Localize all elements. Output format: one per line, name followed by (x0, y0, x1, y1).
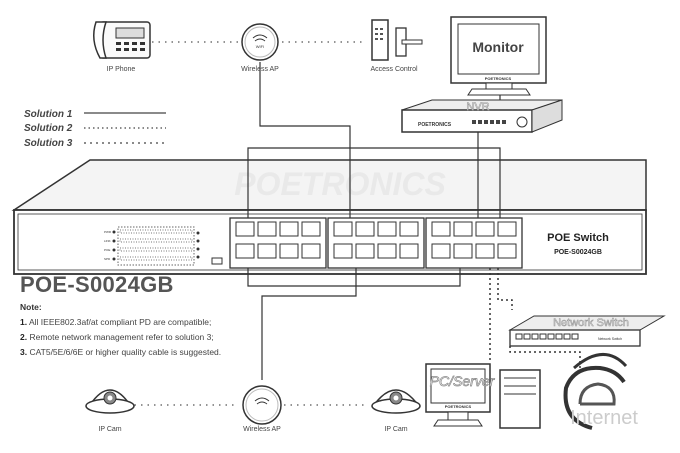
ip-phone-icon (93, 21, 151, 59)
link-loop-bottom (247, 268, 461, 287)
rj45-port[interactable] (377, 243, 397, 259)
ip-phone-label: IP Phone (107, 66, 136, 73)
port-group-1 (229, 217, 327, 269)
rj45-port[interactable] (399, 243, 419, 259)
rj45-port[interactable] (497, 243, 517, 259)
legend-solution1-label: Solution 1 (24, 109, 73, 120)
ip-cam-right-icon (371, 389, 421, 414)
ip-cam-right-label: IP Cam (384, 426, 407, 433)
monitor-label: Monitor (472, 39, 524, 55)
rj45-port[interactable] (333, 221, 353, 237)
wireless-ap-top-icon: WIFI (241, 23, 279, 61)
note-item: 3. CAT5/5E/6/6E or higher quality cable … (20, 347, 222, 357)
switch-watermark: POETRONICS (234, 166, 446, 202)
rj45-port[interactable] (235, 243, 255, 259)
link-switch-network (497, 268, 513, 310)
internet-icon (563, 353, 628, 430)
pc-server-label: PC/Server (430, 373, 496, 389)
link-loop-top (247, 147, 501, 218)
rj45-port[interactable] (279, 243, 299, 259)
rj45-port[interactable] (497, 221, 517, 237)
rj45-port[interactable] (355, 243, 375, 259)
nvr-label: NVR (466, 101, 489, 113)
svg-text:WIFI: WIFI (256, 44, 264, 49)
rj45-port[interactable] (453, 243, 473, 259)
wireless-ap-bottom-icon (242, 385, 282, 425)
svg-text:SPD: SPD (104, 257, 111, 261)
note-item: 2. Remote network management refer to so… (20, 332, 214, 342)
svg-text:PWR: PWR (104, 230, 112, 234)
rj45-port[interactable] (235, 221, 255, 237)
svg-text:POE: POE (104, 248, 110, 252)
link-network-internet (509, 346, 581, 370)
legend-solution2-label: Solution 2 (24, 123, 73, 134)
rj45-port[interactable] (355, 221, 375, 237)
rj45-port[interactable] (453, 221, 473, 237)
rj45-port[interactable] (301, 221, 321, 237)
network-switch-icon: Network Switch (508, 315, 666, 347)
rj45-port[interactable] (377, 221, 397, 237)
rj45-port[interactable] (279, 221, 299, 237)
pc-server-icon: POETRONICS (425, 363, 541, 429)
network-switch-label: Network Switch (553, 317, 629, 329)
ip-cam-left-icon (85, 389, 135, 414)
ip-cam-left-label: IP Cam (98, 426, 121, 433)
wireless-ap-bottom-label: Wireless AP (243, 426, 281, 433)
rj45-port[interactable] (399, 221, 419, 237)
nvr-brand: POETRONICS (418, 122, 452, 128)
link-ap-switch (259, 62, 351, 218)
rj45-port[interactable] (475, 243, 495, 259)
rj45-port[interactable] (333, 243, 353, 259)
nvr-icon: POETRONICS (401, 99, 563, 133)
monitor-brand: POETRONICS (485, 76, 512, 81)
access-control-icon (371, 19, 423, 61)
notes-heading: Note: (20, 302, 42, 312)
rj45-port[interactable] (431, 221, 451, 237)
rj45-port[interactable] (257, 221, 277, 237)
svg-text:LINK: LINK (104, 239, 111, 243)
switch-model: POE-S0024GB (554, 249, 602, 256)
rj45-port[interactable] (301, 243, 321, 259)
model-heading: POE-S0024GB (20, 272, 174, 297)
link-switch-ap-bottom (261, 268, 357, 380)
legend-solution3-label: Solution 3 (24, 138, 73, 149)
internet-label: Internet (570, 407, 638, 429)
port-group-3 (425, 217, 523, 269)
led-panel: PWR LINK POE SPD (104, 226, 223, 266)
svg-text:Network Switch: Network Switch (598, 337, 622, 341)
rj45-port[interactable] (475, 221, 495, 237)
access-control-label: Access Control (370, 66, 418, 73)
notes-block: Note: 1. All IEEE802.3af/at compliant PD… (20, 300, 221, 360)
note-item: 1. All IEEE802.3af/at compliant PD are c… (20, 317, 212, 327)
port-group-2 (327, 217, 425, 269)
switch-title: POE Switch (547, 232, 609, 244)
rj45-port[interactable] (257, 243, 277, 259)
monitor-icon: POETRONICS (450, 16, 547, 96)
pc-brand: POETRONICS (445, 404, 472, 409)
rj45-port[interactable] (431, 243, 451, 259)
